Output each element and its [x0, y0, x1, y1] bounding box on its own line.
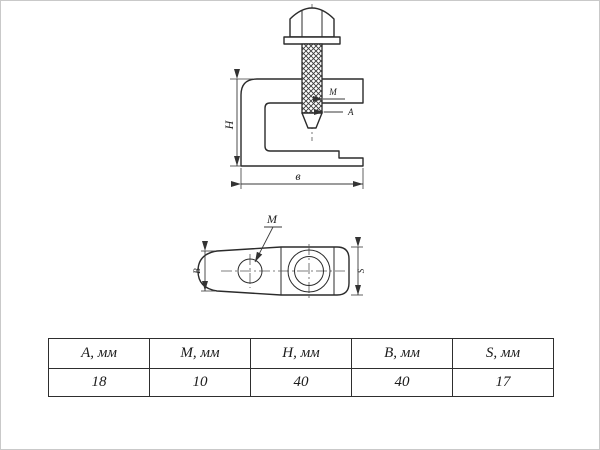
dim-m-leader: [254, 226, 274, 263]
bolt-washer: [283, 36, 341, 45]
table-value-a: 18: [48, 368, 150, 397]
table-header-a: А, мм: [48, 338, 150, 369]
dim-label-b-top: В: [192, 268, 202, 274]
table-header-m: М, мм: [149, 338, 251, 369]
table-header-h: Н, мм: [250, 338, 352, 369]
table-value-s: 17: [452, 368, 554, 397]
table-value-h: 40: [250, 368, 352, 397]
small-hole: [237, 258, 263, 284]
bolt-cone-tip: [301, 112, 323, 129]
table-header-b: В, мм: [351, 338, 453, 369]
bolt-threaded-shaft: [301, 43, 323, 114]
dim-label-b: в: [295, 169, 300, 183]
technical-drawing: H в M A: [192, 4, 366, 298]
threaded-hole-outer: [287, 249, 331, 293]
dimension-table: А, мм М, мм Н, мм В, мм S, мм 18 10 40 4…: [48, 338, 554, 397]
dim-label-h: H: [222, 119, 236, 130]
table-header-s: S, мм: [452, 338, 554, 369]
top-view: M В S: [192, 212, 366, 298]
dim-label-m-top: M: [266, 212, 278, 226]
front-view: H в M A: [222, 4, 364, 189]
bolt-hex-head: [289, 7, 335, 38]
dim-label-a: A: [347, 107, 354, 117]
dim-label-s: S: [356, 268, 366, 273]
table-header-row: А, мм М, мм Н, мм В, мм S, мм: [48, 338, 554, 369]
table-value-m: 10: [149, 368, 251, 397]
clamp-body: [240, 78, 364, 167]
table-value-row: 18 10 40 40 17: [48, 368, 554, 397]
dim-label-m-front: M: [328, 87, 337, 97]
table-value-b: 40: [351, 368, 453, 397]
threaded-hole-inner: [294, 256, 324, 286]
